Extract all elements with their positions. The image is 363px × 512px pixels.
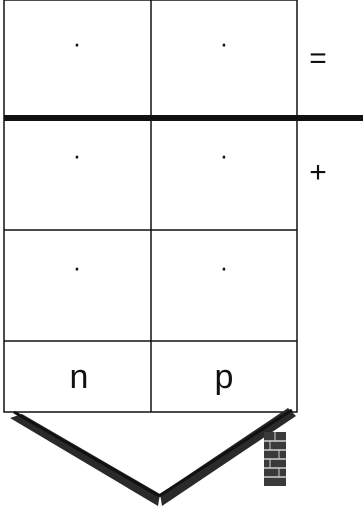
funnel-left-arm <box>13 410 160 498</box>
funnel-left-arm-shadow <box>10 414 160 506</box>
cell-dot-r1-c1: · <box>73 28 82 58</box>
funnel-right-arm <box>158 408 293 498</box>
label-n: n <box>70 358 89 396</box>
cell-dot-r2-c2: · <box>220 140 229 170</box>
cell-dot-r1-c2: · <box>220 28 229 58</box>
cell-dot-r3-c2: · <box>220 252 229 282</box>
cell-dot-r2-c1: · <box>73 140 82 170</box>
label-p: p <box>215 358 234 396</box>
funnel-right-arm-shadow <box>160 408 296 506</box>
brick-block <box>264 432 286 486</box>
equals-sign: = <box>309 42 327 75</box>
plus-sign: + <box>309 156 327 189</box>
cell-dot-r3-c1: · <box>73 252 82 282</box>
funnel-shape <box>10 408 296 506</box>
